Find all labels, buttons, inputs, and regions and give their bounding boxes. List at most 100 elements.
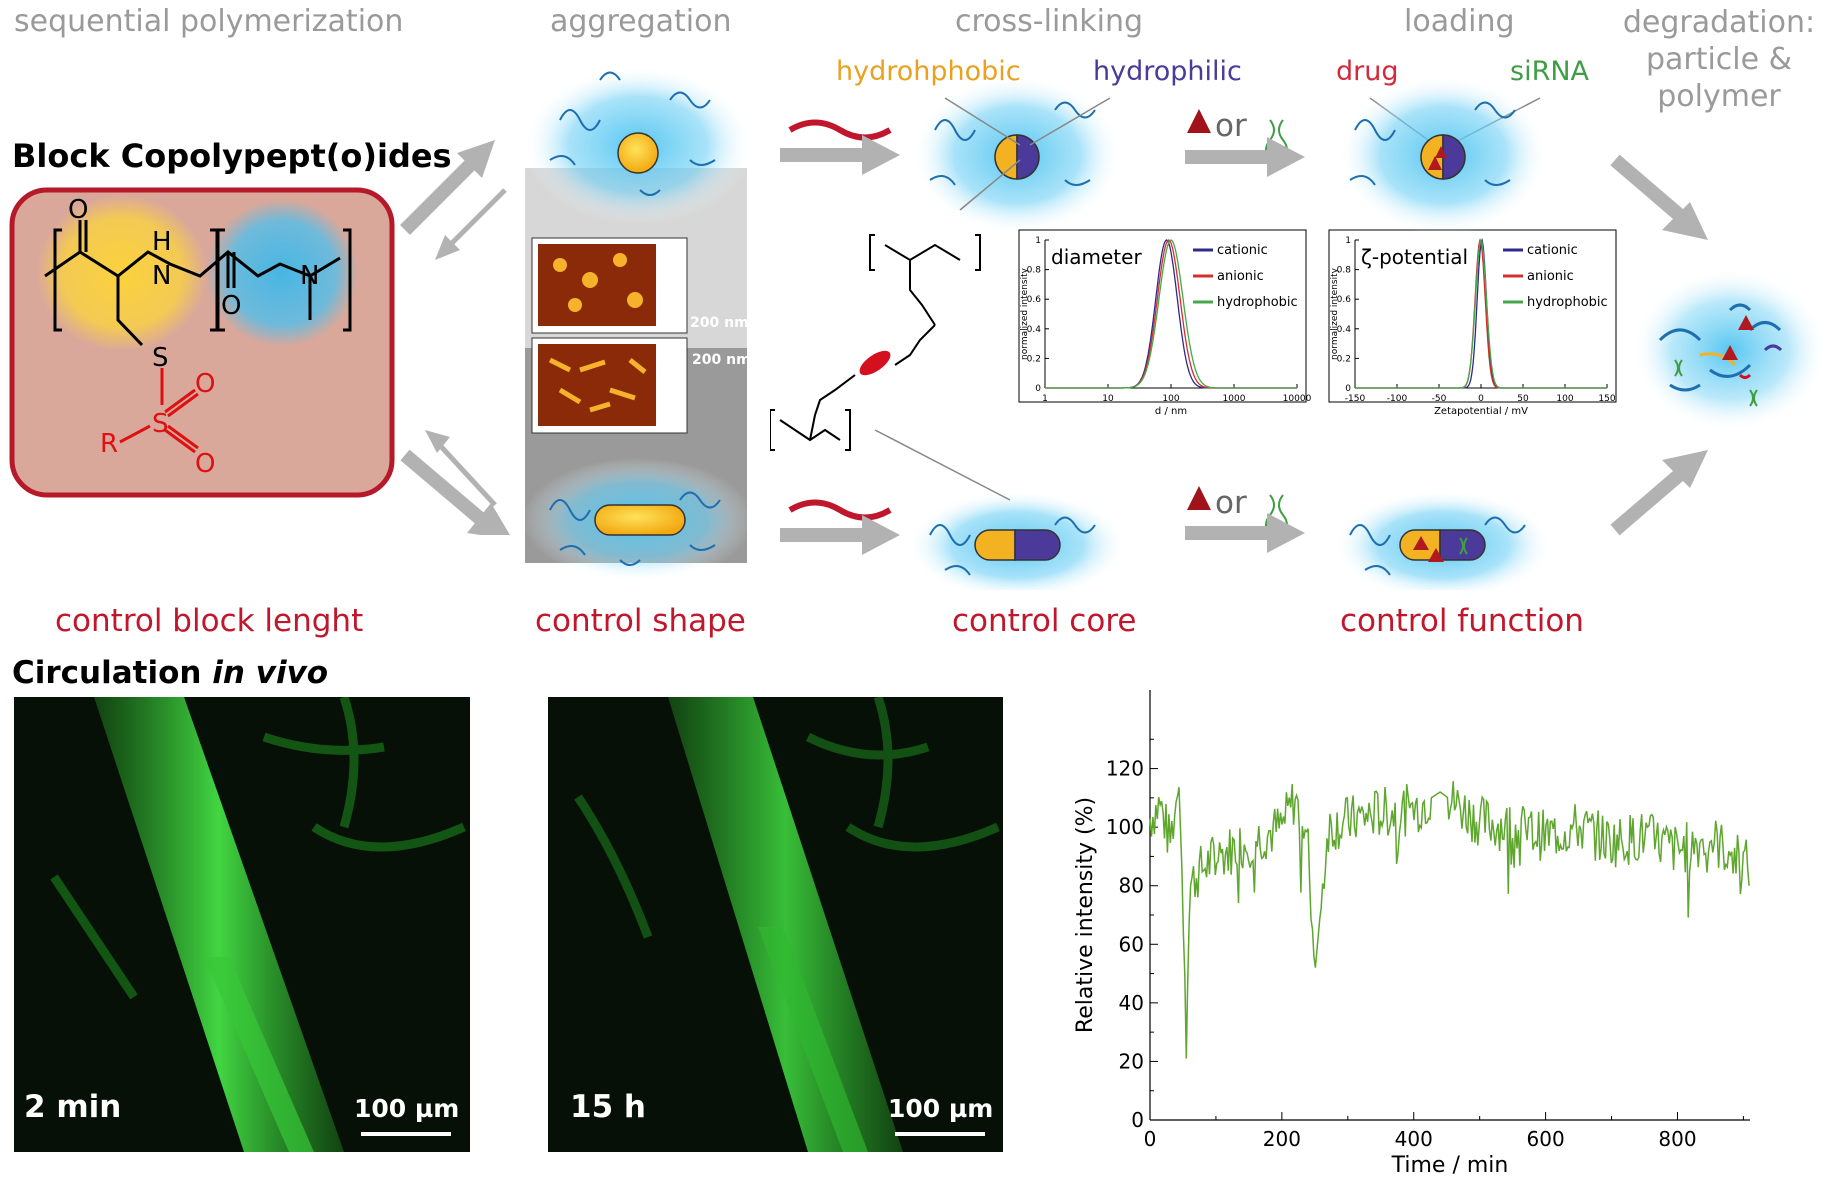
y-tick-label: 0.2 — [1337, 354, 1351, 364]
arrow-down-forward-head — [467, 503, 511, 535]
stage-degradation-line3: polymer — [1657, 79, 1781, 114]
equilibrium-arrows — [400, 140, 511, 535]
x-tick-label: 0 — [1144, 1127, 1157, 1151]
x-tick-label: 600 — [1527, 1127, 1565, 1151]
loaded-worm-sirna — [1459, 537, 1468, 555]
arrow-up-back-head — [435, 235, 460, 260]
intensity-series-line — [1149, 781, 1750, 1059]
spherical-core — [617, 132, 659, 174]
degraded-chains — [1658, 303, 1782, 392]
x-tick-label: 50 — [1517, 394, 1529, 404]
x-tick-label: 150 — [1598, 394, 1615, 404]
pointer-hydrophobic — [944, 97, 1021, 146]
aggregation-panel — [523, 65, 753, 582]
legend-label-cationic: cationic — [1217, 243, 1268, 258]
vessel-branch — [204, 957, 314, 1152]
degradation-arrow-top-head — [1662, 202, 1708, 240]
tem-scale-1: 200 nm — [690, 315, 749, 331]
arrow-bottom-head — [862, 515, 900, 555]
loaded-sphere-chains — [1349, 101, 1516, 186]
y-axis-label: Relative intensity (%) — [1073, 797, 1098, 1033]
y-tick-label: 0.8 — [1027, 266, 1042, 276]
x-tick-label: -50 — [1432, 394, 1447, 404]
y-axis-label: normalized intensity — [1330, 267, 1340, 360]
copolymer-structure: O H N O N S S O O R — [9, 187, 395, 498]
y-tick-label: 0.6 — [1337, 295, 1352, 305]
scale-bar-1 — [361, 1132, 451, 1136]
arrow-down-back-head — [425, 430, 450, 453]
micrograph-2min: 2 min 100 µm — [14, 697, 470, 1152]
hydrophilic-blob — [206, 199, 358, 347]
loaded-worm-drug-1 — [1413, 536, 1429, 550]
afm-worms — [548, 357, 647, 413]
stage-cross-linking: cross-linking — [955, 4, 1144, 39]
or-bottom: or — [1215, 485, 1247, 521]
worm-core — [594, 504, 686, 536]
tem-scale-2: 200 nm — [692, 352, 751, 368]
chart-title: ζ-potential — [1361, 245, 1468, 269]
loading-arrows — [1185, 109, 1305, 553]
crosslink-chemistry — [770, 234, 981, 451]
or-top: or — [1215, 108, 1247, 144]
label-sirna: siRNA — [1510, 56, 1589, 87]
atom-r: R — [100, 429, 118, 459]
control-shape: control shape — [535, 603, 746, 639]
circulation-title-prefix: Circulation — [12, 655, 213, 691]
block-copolymer-title: Block Copolypept(o)ides — [12, 137, 452, 175]
micrograph-2min-image — [50, 697, 466, 1152]
degradation-arrow-top — [1610, 154, 1690, 226]
y-tick-label: 80 — [1119, 874, 1144, 898]
disulfide-chain — [894, 324, 936, 366]
vessel-branch-15h — [758, 927, 868, 1152]
legend-label-cationic: cationic — [1527, 243, 1578, 258]
time-label-2min: 2 min — [24, 1089, 122, 1125]
stage-sequential-polymerization: sequential polymerization — [14, 4, 404, 39]
vessel-main — [94, 697, 344, 1152]
atom-s1: S — [152, 343, 169, 373]
drug-triangle-bottom — [1187, 486, 1211, 510]
label-hydrophobic: hydrohphobic — [836, 56, 1021, 87]
legend-label-hydrophobic: hydrophobic — [1217, 295, 1298, 310]
time-label-15h: 15 h — [570, 1089, 647, 1125]
crosslinker-wave-bottom — [788, 499, 892, 521]
degraded-fragment-purple — [1763, 344, 1783, 352]
scale-bar-2 — [895, 1132, 985, 1136]
degraded-fragment-red — [1738, 373, 1752, 379]
stage-loading: loading — [1404, 4, 1515, 39]
label-hydrophilic: hydrophilic — [1093, 56, 1242, 87]
lower-brackets — [770, 409, 851, 451]
loading-arrow-bottom-head — [1267, 513, 1305, 553]
y-tick-label: 0 — [1035, 384, 1041, 394]
legend-label-anionic: anionic — [1527, 269, 1574, 284]
stage-degradation: degradation: particle & polymer — [1619, 4, 1819, 115]
bracket-right-open — [216, 228, 225, 332]
x-axis-label: Time / min — [1391, 1153, 1509, 1178]
control-core: control core — [952, 603, 1137, 639]
y-tick-label: 60 — [1119, 932, 1144, 956]
arrow-top-head — [862, 135, 900, 175]
arrow-up-back — [443, 188, 507, 252]
y-tick-label: 0.8 — [1337, 266, 1352, 276]
crosslinked-micelles — [907, 75, 1127, 590]
atom-o2: O — [221, 291, 241, 321]
x-tick-label: 100 — [1556, 394, 1573, 404]
atom-o1: O — [68, 195, 88, 225]
atom-h1: H — [152, 227, 172, 257]
vessel-main-15h — [668, 697, 903, 1152]
lower-residue — [779, 419, 841, 442]
loaded-sphere-core-b — [1442, 134, 1466, 180]
label-drug: drug — [1336, 56, 1399, 87]
x-tick-label: 0 — [1478, 394, 1484, 404]
side-chain — [116, 276, 144, 347]
scale-label-2: 100 µm — [888, 1094, 994, 1123]
x-tick-label: 800 — [1658, 1127, 1696, 1151]
y-tick-label: 20 — [1119, 1049, 1144, 1073]
loaded-micelles — [1333, 75, 1553, 590]
loaded-drug-2 — [1435, 146, 1447, 158]
control-function: control function — [1340, 603, 1584, 639]
arrow-up-forward-head — [457, 140, 495, 178]
x-tick-label: 400 — [1395, 1127, 1433, 1151]
